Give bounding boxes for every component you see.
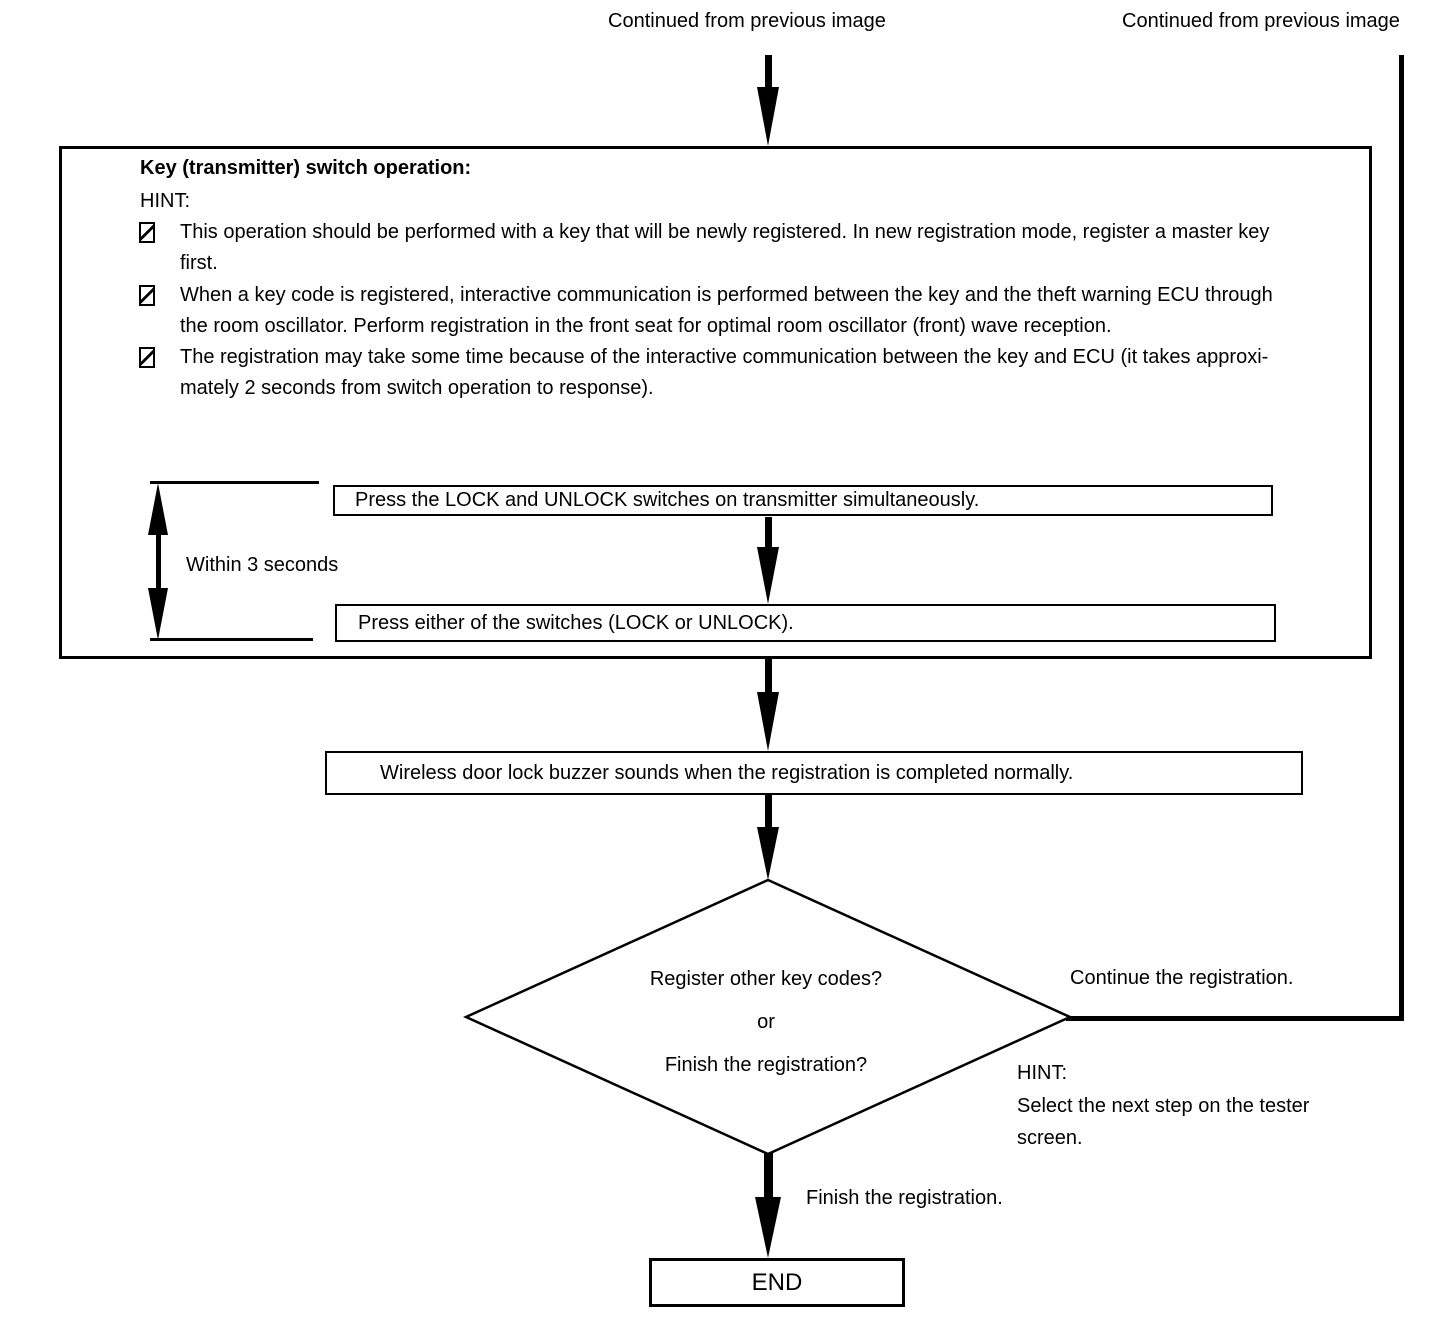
- buzzer-result-box: Wireless door lock buzzer sounds when th…: [325, 751, 1303, 795]
- continued-from-previous-label-right: Continued from previous image: [1122, 10, 1400, 32]
- main-box-hint-label: HINT:: [140, 190, 190, 212]
- end-label: END: [751, 1268, 803, 1296]
- decision-text-line-3: Finish the registration?: [664, 1054, 868, 1076]
- continue-hint-label: HINT:: [1017, 1062, 1067, 1084]
- finish-branch-label: Finish the registration.: [806, 1187, 1003, 1209]
- continue-hint-line-2: screen.: [1017, 1127, 1083, 1149]
- down-arrow-icon: [148, 588, 168, 640]
- end-box: END: [649, 1258, 905, 1307]
- bracket-stem: [156, 505, 161, 620]
- continue-hint-line-1: Select the next step on the tester: [1017, 1095, 1310, 1117]
- down-arrow-icon: [757, 692, 779, 751]
- bullet-1-line-2: first.: [180, 252, 218, 274]
- continuation-connector-vertical-line: [1399, 55, 1404, 1021]
- step-2-box: Press either of the switches (LOCK or UN…: [335, 604, 1276, 642]
- buzzer-result-text: Wireless door lock buzzer sounds when th…: [380, 761, 1074, 784]
- bracket-top-line: [150, 481, 319, 484]
- arrow-stem: [765, 795, 772, 829]
- within-3-seconds-label: Within 3 seconds: [186, 554, 339, 576]
- missing-glyph-box-icon: [139, 222, 155, 243]
- step-1-box: Press the LOCK and UNLOCK switches on tr…: [333, 485, 1273, 516]
- continue-branch-label: Continue the registration.: [1070, 967, 1294, 989]
- down-arrow-icon: [757, 87, 779, 146]
- down-arrow-icon: [757, 547, 779, 604]
- bullet-3-line-1: The registration may take some time beca…: [180, 346, 1269, 368]
- main-procedure-box: [59, 146, 1372, 659]
- down-arrow-icon: [757, 827, 779, 880]
- arrow-stem: [765, 659, 772, 694]
- decision-text-line-1: Register other key codes?: [649, 968, 883, 990]
- arrow-stem: [764, 1153, 773, 1199]
- step-2-text: Press either of the switches (LOCK or UN…: [358, 611, 794, 634]
- bullet-3-line-2: mately 2 seconds from switch operation t…: [180, 377, 654, 399]
- down-arrow-icon: [755, 1197, 781, 1258]
- arrow-stem: [765, 517, 772, 549]
- main-box-title: Key (transmitter) switch operation:: [140, 157, 472, 179]
- arrow-stem: [765, 55, 772, 89]
- decision-text-line-2: or: [757, 1011, 775, 1033]
- bullet-2-line-2: the room oscillator. Perform registratio…: [180, 315, 1112, 337]
- step-1-text: Press the LOCK and UNLOCK switches on tr…: [355, 489, 980, 511]
- up-arrow-icon: [148, 483, 168, 535]
- missing-glyph-box-icon: [139, 285, 155, 306]
- continuation-connector-horizontal-line: [1066, 1016, 1404, 1021]
- bracket-bottom-line: [150, 638, 313, 641]
- bullet-1-line-1: This operation should be performed with …: [180, 221, 1270, 243]
- continued-from-previous-label-left: Continued from previous image: [608, 10, 886, 32]
- bullet-2-line-1: When a key code is registered, interacti…: [180, 284, 1273, 306]
- missing-glyph-box-icon: [139, 347, 155, 368]
